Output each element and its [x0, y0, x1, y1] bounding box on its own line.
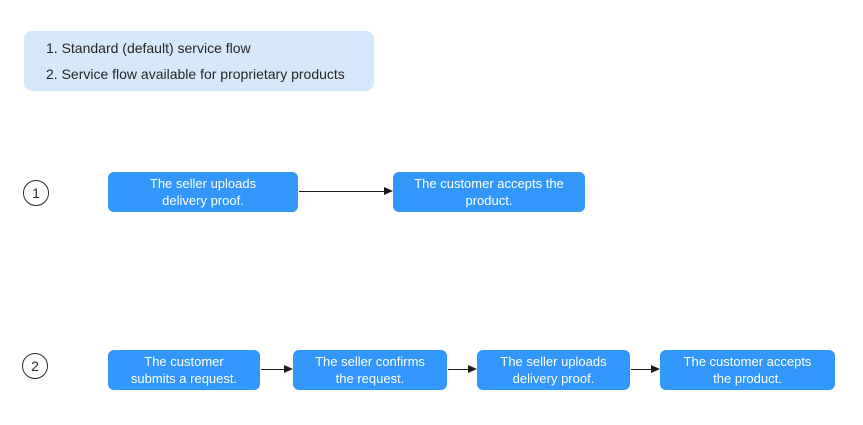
- step-text-line: The customer accepts the: [414, 176, 564, 191]
- flow-1-badge: 1: [23, 180, 49, 206]
- step-text-line: the request.: [335, 371, 405, 386]
- flow-2-step-seller-uploads-proof: The seller uploads delivery proof.: [477, 350, 630, 390]
- flow-1-step-seller-uploads-proof: The seller uploads delivery proof.: [108, 172, 298, 212]
- flow-2-arrow-1: [261, 365, 293, 373]
- flow-1-arrow-1: [299, 187, 393, 195]
- step-text-line: the product.: [713, 371, 782, 386]
- step-text-line: The customer: [144, 354, 224, 369]
- legend-box: 1. Standard (default) service flow 2. Se…: [24, 31, 374, 91]
- step-text-line: The seller confirms: [315, 354, 425, 369]
- legend-item-proprietary-flow: 2. Service flow available for proprietar…: [46, 66, 345, 82]
- flow-2-arrow-3: [631, 365, 660, 373]
- step-text-line: delivery proof.: [512, 371, 595, 386]
- step-text-line: The seller uploads: [500, 354, 607, 369]
- step-text-line: product.: [465, 193, 513, 208]
- legend-item-standard-flow: 1. Standard (default) service flow: [46, 40, 251, 56]
- flow-2-step-customer-submits-request: The customer submits a request.: [108, 350, 260, 390]
- flow-2-step-customer-accepts: The customer accepts the product.: [660, 350, 835, 390]
- flow-1-step-customer-accepts: The customer accepts the product.: [393, 172, 585, 212]
- step-text-line: submits a request.: [130, 371, 238, 386]
- flow-2-step-seller-confirms-request: The seller confirms the request.: [293, 350, 447, 390]
- step-text-line: The customer accepts: [683, 354, 812, 369]
- flow-2-badge: 2: [22, 353, 48, 379]
- flow-2-arrow-2: [448, 365, 477, 373]
- step-text-line: delivery proof.: [162, 193, 244, 208]
- step-text-line: The seller uploads: [149, 176, 257, 191]
